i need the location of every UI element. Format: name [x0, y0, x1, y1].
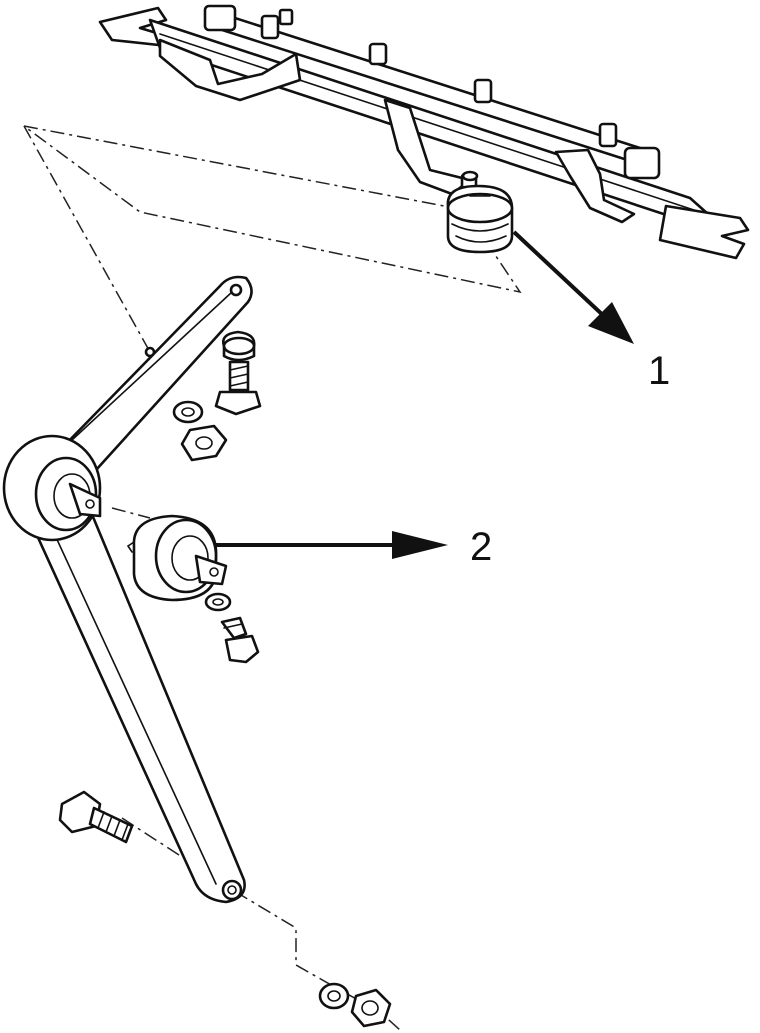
- long-bolt: [58, 790, 134, 844]
- callout-1-label: 1: [648, 349, 670, 393]
- rail-fittings: [203, 4, 661, 180]
- callout-2: 2: [216, 525, 492, 569]
- suspension-arm: [2, 275, 253, 904]
- callout-1: 1: [512, 230, 670, 393]
- arm-bushing: [126, 514, 228, 602]
- callout-2-label: 2: [470, 525, 492, 569]
- mounting-bolt-set-upper: [172, 330, 262, 462]
- bottom-nut-set: [318, 982, 392, 1028]
- mounting-bolt-set-lower: [204, 592, 260, 664]
- upper-rubber-mount: [446, 170, 514, 254]
- upper-crossmember: [98, 4, 750, 260]
